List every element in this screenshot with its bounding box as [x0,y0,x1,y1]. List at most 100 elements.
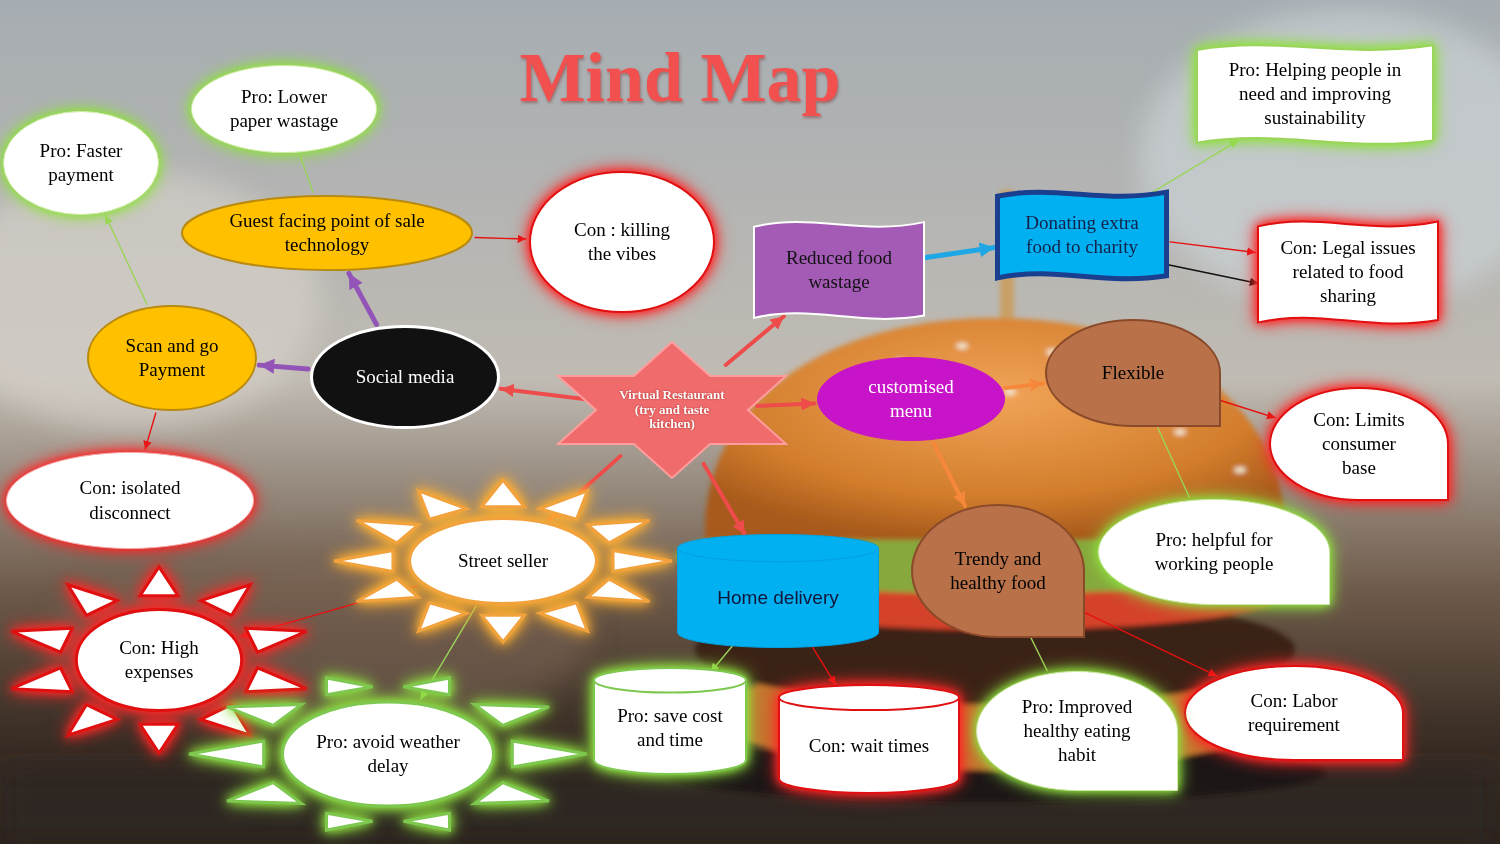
node-text: Pro: Lower paper wastage [222,85,346,134]
cyl-node: Con: wait times [777,683,961,795]
hexagram-shape [558,342,786,478]
ray-triangle [588,579,650,602]
ray-triangle [12,628,73,652]
connector [145,413,156,449]
ellipse-shape [818,358,1005,441]
connector [813,647,836,684]
ray-triangle [189,741,264,767]
connector [1145,140,1239,197]
ellipse-shape [4,112,159,215]
node-text: Social media [350,365,460,389]
ray-triangle [474,704,549,725]
ellipse-node: Pro: Lower paper wastage [190,64,378,154]
node-text: Con: wait times [789,734,949,758]
node-text: Pro: Helping people in need and improvin… [1217,58,1413,131]
node-outline [1183,664,1405,762]
wave-node: Donating extra food to charity [994,184,1170,286]
ellipse-node: Guest facing point of sale technology [180,194,474,272]
node-text: Home delivery [690,586,866,610]
speech-node: Pro: helpful for working people [1097,498,1331,606]
bokeh-group [0,10,1500,844]
connector [1170,242,1256,253]
connector [757,403,814,406]
connector [259,365,308,369]
connector [1005,383,1044,388]
node-text: Trendy and healthy food [946,547,1050,596]
ellipse-node: Con: isolated disconnect [5,451,255,550]
connector [1075,608,1217,676]
ellipse-node: Social media [309,324,501,430]
connector [1214,399,1275,418]
node-text: Con: High expenses [109,636,209,685]
node-outline [180,194,474,272]
node-outline [528,170,716,314]
ray-triangle [419,603,467,631]
cylinder-top [779,685,959,710]
ray-triangle [227,704,302,725]
cyl-node: Home delivery [676,533,880,649]
connector [704,464,745,534]
title-box: Mind Map [450,38,910,118]
cyl-node: Pro: save cost and time [592,666,748,776]
sun-node: Con: High expenses [0,563,318,757]
ray-triangle [588,521,650,544]
wave-shape [1258,222,1438,324]
ray-triangle [613,550,672,571]
connector [1167,265,1259,284]
speech-node: Flexible [1044,318,1222,428]
node-outline [185,670,591,838]
speech-shape [1046,320,1220,426]
ray-triangle [419,491,467,519]
sesame-seed [1174,429,1186,435]
node-text: Guest facing point of sale technology [217,209,437,258]
ray-triangle [140,724,178,753]
sesame-seed [1234,467,1246,473]
connector [475,238,526,240]
connector [726,316,784,365]
node-text: Con: Legal issues related to food sharin… [1268,236,1428,309]
wave-node: Reduced food wastage [752,213,926,327]
sun-center [76,610,241,711]
node-text: Flexible [1073,361,1193,385]
ellipse-shape [312,327,499,428]
speech-shape [1270,388,1448,500]
wave-node: Pro: Helping people in need and improvin… [1195,36,1435,152]
connector [933,443,965,506]
ray-triangle [482,615,525,642]
speech-node: Trendy and healthy food [910,503,1086,639]
node-text: Pro: avoid weather delay [313,730,463,779]
node-text: Pro: Faster payment [31,139,131,188]
ray-triangle [334,550,393,571]
node-outline [0,563,318,757]
connector [105,215,147,304]
ray-triangle [474,783,549,804]
ray-triangle [539,603,587,631]
ray-triangle [68,705,117,736]
node-text: Con: Labor requirement [1209,689,1379,738]
speech-node: Con: Labor requirement [1183,664,1405,762]
ray-triangle [403,813,449,830]
cylinder-body [678,548,879,647]
cylinder-body [594,680,746,774]
ray-triangle [512,741,587,767]
node-text: Street seller [451,549,555,573]
ellipse-node: Pro: Faster payment [2,110,160,216]
node-text: Scan and go Payment [124,334,220,383]
ray-triangle [357,579,419,602]
node-text: Pro: Improved healthy eating habit [1007,695,1147,768]
ray-triangle [327,678,373,695]
speech-shape [1185,666,1403,760]
node-text: Virtual Restaurant (try and taste kitche… [613,388,731,433]
connector [926,248,995,258]
node-outline [86,304,258,412]
connector [711,645,733,672]
ray-triangle [327,813,373,830]
ray-triangle [482,480,525,507]
connector [349,273,377,324]
ellipse-shape [192,66,377,153]
sun-center [410,519,597,604]
node-text: Con : killing the vibes [563,218,681,267]
ray-triangle [201,585,250,616]
node-outline [752,213,926,327]
